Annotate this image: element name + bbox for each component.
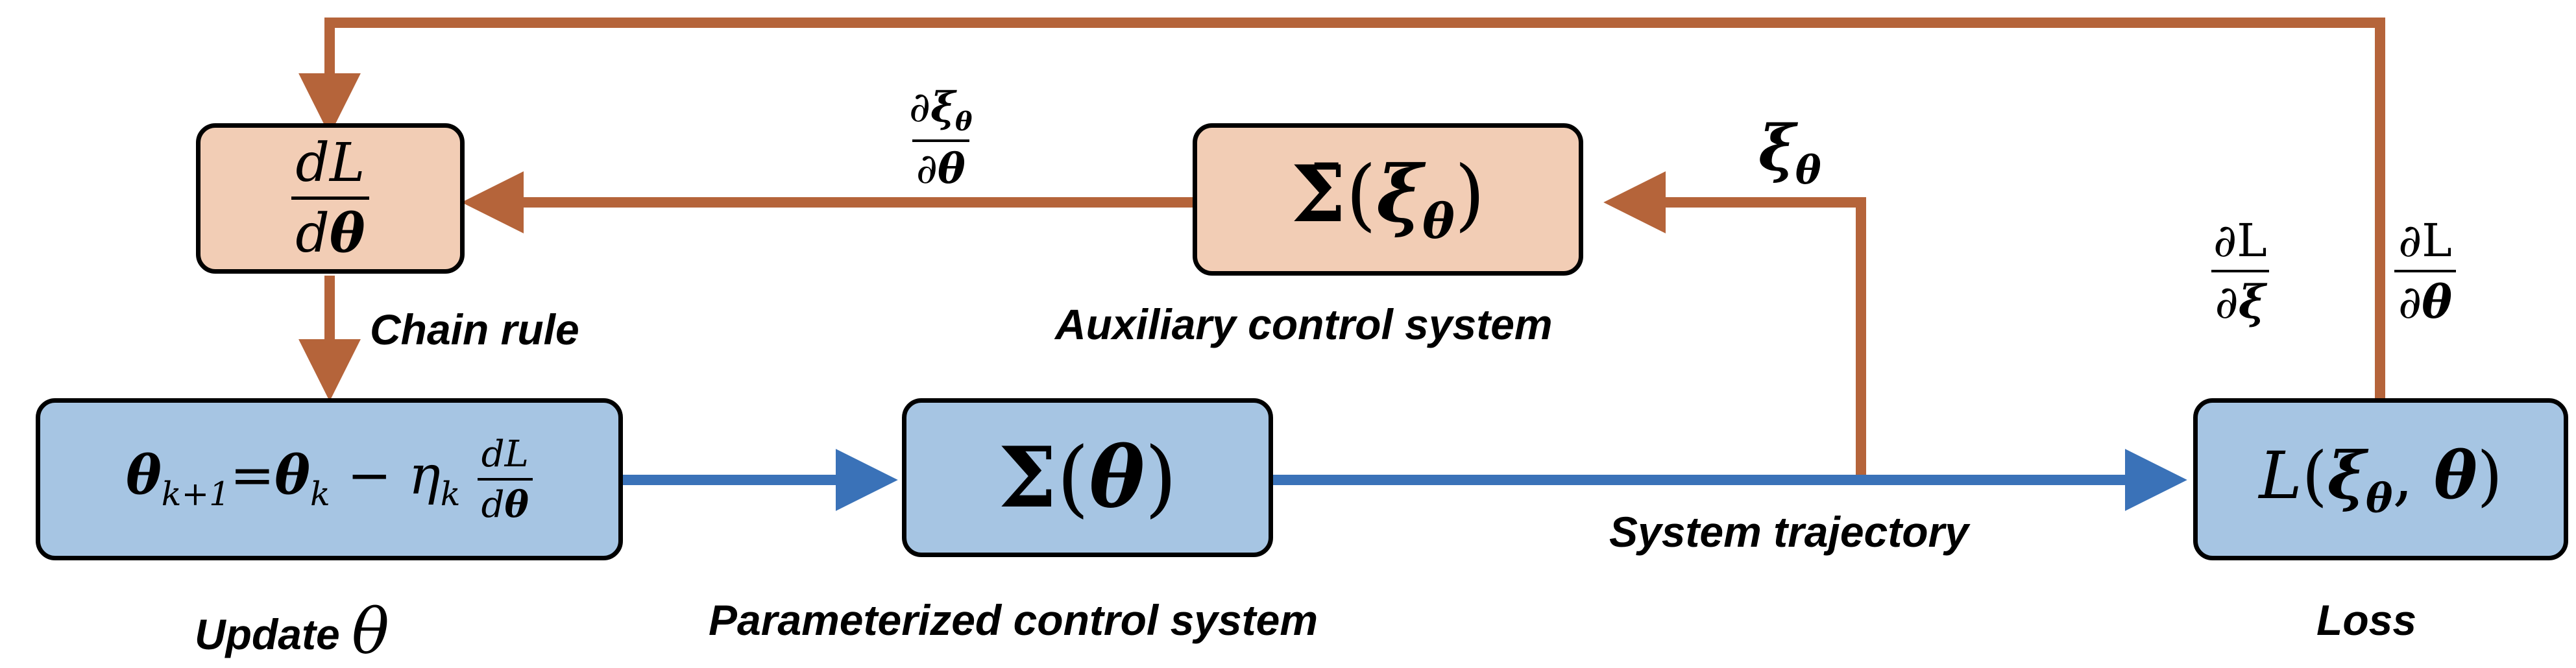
chain-rule-num: dL (295, 132, 365, 194)
aux-system-box: Σ̄(ξθ) (1193, 123, 1583, 276)
chain-rule-den: dθ (291, 197, 369, 265)
edge-loss-to-chain-rule (298, 18, 2385, 399)
param-system-box: Σ(θ) (902, 398, 1273, 557)
update-fraction: dL dθ (477, 433, 533, 526)
edge-label-xi-theta: ξθ (1758, 112, 1821, 193)
edge-label-dxi-dtheta: ∂ξθ ∂θ (909, 83, 973, 193)
edge-label-dL-dtheta: ∂L ∂θ (2394, 214, 2456, 329)
label-update: Update θ (195, 595, 389, 668)
edge-trajectory-to-aux (1603, 171, 1866, 480)
label-param-system: Parameterized control system (709, 596, 1318, 644)
label-aux-system: Auxiliary control system (1055, 300, 1553, 348)
loss-box: L(ξθ, θ) (2193, 398, 2568, 560)
edge-label-dL-dxi: ∂L ∂ξ (2209, 214, 2271, 329)
chain-rule-fraction: dL dθ (291, 132, 369, 265)
label-loss: Loss (2316, 596, 2417, 644)
update-box: θk+1=θk − ηk dL dθ (36, 398, 623, 560)
update-equation: θk+1=θk − ηk dL dθ (126, 433, 533, 526)
label-chain-rule: Chain rule (370, 305, 579, 353)
label-system-trajectory: System trajectory (1609, 508, 1969, 556)
chain-rule-box: dL dθ (196, 123, 465, 274)
